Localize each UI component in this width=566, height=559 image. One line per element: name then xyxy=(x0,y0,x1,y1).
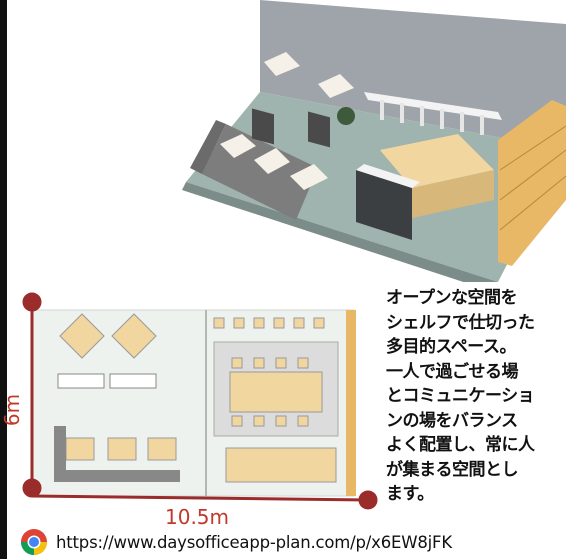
chrome-icon xyxy=(20,529,48,556)
table-2 xyxy=(254,148,290,174)
plan-left-tables xyxy=(54,313,180,482)
description-line: ます。 xyxy=(386,484,434,504)
table-1 xyxy=(220,134,256,158)
screen-2 xyxy=(308,111,330,148)
plan-shelf xyxy=(346,310,356,496)
left-border xyxy=(0,0,7,559)
description-line: 多目的スペース。 xyxy=(386,337,516,357)
room-3d-render xyxy=(182,0,566,282)
description-line: ンの場をバランス xyxy=(386,410,518,431)
url-link[interactable]: https://www.daysofficeapp-plan.com/p/x6E… xyxy=(56,532,452,552)
description-line: よく配置し、常に人 xyxy=(386,435,535,455)
width-label: 10.5m xyxy=(165,505,230,529)
description-line: が集まる空間とし xyxy=(386,459,519,480)
kitchen-counter xyxy=(356,170,412,240)
plant xyxy=(337,107,355,125)
floor-edge xyxy=(182,182,498,282)
description: オープンな空間を シェルフで仕切った 多目的スペース。 一人で過ごせる場 とコミ… xyxy=(386,286,566,507)
description-line: とコミュニケーショ xyxy=(386,386,535,406)
bar-counter xyxy=(364,92,502,120)
meeting-table xyxy=(380,134,494,188)
table-3 xyxy=(290,164,328,190)
description-line: 一人で過ごせる場 xyxy=(386,361,519,382)
table-4 xyxy=(264,52,300,76)
sofa-back xyxy=(190,120,226,174)
description-line: シェルフで仕切った xyxy=(386,312,535,333)
floor-plan xyxy=(22,292,378,510)
url-row[interactable]: https://www.daysofficeapp-plan.com/p/x6E… xyxy=(20,527,452,557)
table-5 xyxy=(318,74,354,98)
screen-1 xyxy=(252,108,274,145)
shelf xyxy=(498,100,566,266)
plan-meeting-table xyxy=(229,371,323,413)
description-line: オープンな空間を xyxy=(386,288,517,308)
depth-label: 6m xyxy=(0,393,25,427)
plan-kitchen xyxy=(225,447,337,483)
